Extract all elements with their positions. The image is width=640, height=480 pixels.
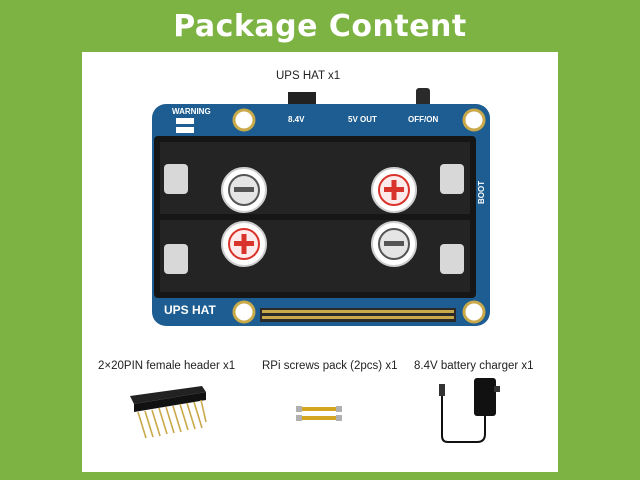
warning-mark (176, 118, 194, 124)
battery-slot-top (160, 142, 470, 214)
gpio-pins (262, 316, 454, 319)
warning-mark (176, 127, 194, 133)
item-label-screws-pack: RPi screws pack (2pcs) x1 (262, 360, 398, 372)
mount-hole-icon (462, 300, 486, 324)
board-name-text: UPS HAT (164, 303, 216, 317)
voltage-text: 8.4V (288, 115, 305, 124)
ups-hat-board-image: WARNING 8.4V 5V OUT OFF/ON UPS HAT BOOT (152, 88, 490, 326)
plus-terminal-icon (221, 221, 267, 267)
item-label-female-header: 2×20PIN female header x1 (98, 360, 236, 372)
female-header-image (130, 386, 207, 439)
gpio-pins (262, 310, 454, 313)
boot-text: BOOT (477, 181, 486, 204)
minus-terminal-icon (371, 221, 417, 267)
battery-contact (440, 164, 464, 194)
battery-contact (164, 244, 188, 274)
battery-slot-bottom (160, 220, 470, 292)
mount-hole-icon (232, 300, 256, 324)
header-banner: Package Content (0, 0, 640, 52)
item-label-ups-hat: UPS HAT x1 (276, 70, 341, 82)
off-on-text: OFF/ON (408, 115, 438, 124)
plus-terminal-icon (371, 167, 417, 213)
page-title: Package Content (173, 8, 467, 44)
5v-out-text: 5V OUT (348, 115, 377, 124)
battery-contact (164, 164, 188, 194)
ups-hat-board: WARNING 8.4V 5V OUT OFF/ON UPS HAT BOOT (150, 84, 494, 330)
item-label-battery-charger: 8.4V battery charger x1 (414, 360, 534, 372)
battery-contact (440, 244, 464, 274)
minus-terminal-icon (221, 167, 267, 213)
screws-pack-image (296, 406, 342, 421)
mount-hole-icon (462, 108, 486, 132)
mount-hole-icon (232, 108, 256, 132)
battery-charger-image (439, 378, 500, 443)
warning-text: WARNING (172, 107, 211, 116)
